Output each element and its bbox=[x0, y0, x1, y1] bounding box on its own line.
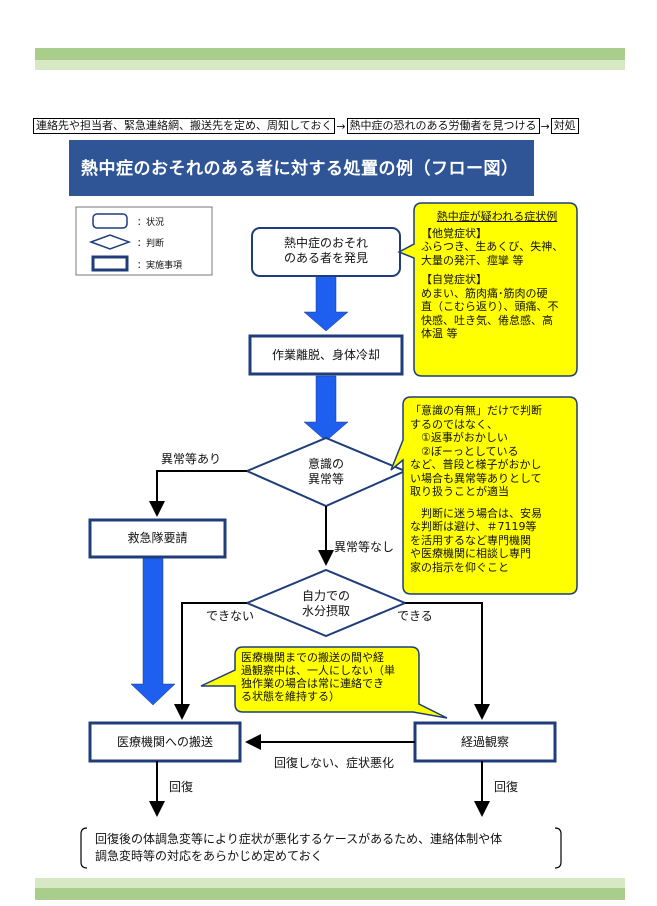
callout-consciousness-note: 「意識の有無」だけで判断 するのではなく、 ①返事がおかしい ②ぼーっとしている… bbox=[410, 404, 572, 574]
flow-step-respond: 対処 bbox=[550, 118, 579, 134]
node-consciousness-line2: 異常等 bbox=[307, 472, 344, 486]
flow-step-prepare: 連絡先や担当者、緊急連絡網、搬送先を定め、周知しておく bbox=[33, 118, 336, 134]
edge-label-cannot: できない bbox=[206, 609, 255, 623]
flow-arrow-icon: → bbox=[336, 119, 346, 133]
footer-note: 回復後の体調急変等により症状が悪化するケースがあるため、連絡体制や体 調急変時等… bbox=[95, 831, 557, 865]
node-observe: 経過観察 bbox=[460, 735, 509, 749]
bottom-decor-band bbox=[35, 878, 625, 900]
node-hydration-line2: 水分摂取 bbox=[301, 604, 350, 618]
note-line: ①返事がおかしい bbox=[410, 431, 508, 444]
node-discover: 熱中症のおそれ のある者を発見 bbox=[252, 236, 400, 266]
flow-step-find: 熱中症の恐れのある労働者を見つける bbox=[346, 118, 540, 134]
symptoms-self-line: 体温 等 bbox=[421, 327, 458, 340]
callout-symptoms: 熱中症が疑われる症状例 【他覚症状】 ふらつき、生あくび、失神、 大量の発汗、痙… bbox=[421, 210, 573, 341]
note-line: 取り扱うことが適当 bbox=[410, 485, 509, 498]
transport-note-line: る状態を維持する） bbox=[241, 690, 340, 703]
footer-bracket-right bbox=[554, 827, 562, 869]
callout-symptoms-shape bbox=[397, 202, 578, 377]
node-consciousness: 意識の 異常等 bbox=[276, 457, 376, 487]
node-hydration: 自力での 水分摂取 bbox=[276, 589, 376, 619]
blue-arrow-2 bbox=[303, 375, 349, 442]
legend-action-shape bbox=[91, 255, 129, 272]
edge-label-recovered-right: 回復 bbox=[494, 780, 519, 794]
blue-arrow-1 bbox=[303, 273, 349, 332]
symptoms-other-line: ふらつき、生あくび、失神、 bbox=[421, 240, 564, 253]
note-line: 家の指示を仰ぐこと bbox=[410, 560, 509, 574]
note-line: 判断に迷う場合は、安易 bbox=[410, 506, 542, 520]
flow-arrow-icon: → bbox=[540, 119, 550, 133]
callout-transport-note: 医療機関までの搬送の間や経 過観察中は、一人にしない（単 独作業の場合は常に連絡… bbox=[241, 651, 417, 703]
node-hospital: 医療機関への搬送 bbox=[116, 735, 213, 749]
symptoms-title: 熱中症が疑われる症状例 bbox=[436, 210, 558, 223]
legend-sep: ： bbox=[137, 261, 147, 271]
symptoms-other-line: 大量の発汗、痙攣 等 bbox=[421, 253, 524, 267]
node-ambulance-shape bbox=[88, 518, 227, 559]
note-line: を活用するなど専門機関 bbox=[410, 533, 531, 547]
symptoms-self-line: 快感、吐き気、倦怠感、高 bbox=[421, 313, 553, 327]
note-line: ②ぼーっとしている bbox=[410, 444, 519, 458]
note-line: するのではなく、 bbox=[410, 417, 498, 431]
figure-title-bar: 熱中症のおそれのある者に対する処置の例（フロー図） bbox=[69, 140, 534, 196]
transport-note-line: 独作業の場合は常に連絡でき bbox=[241, 677, 384, 690]
legend-status-shape bbox=[92, 213, 128, 229]
footer-note-line: 調急変時等の対応をあらかじめ定めておく bbox=[95, 849, 323, 863]
legend-status-label: 状況 bbox=[146, 218, 165, 228]
symptoms-other-heading: 【他覚症状】 bbox=[421, 226, 487, 240]
symptoms-self-line: めまい、筋肉痛･筋肉の硬 bbox=[421, 286, 548, 300]
node-discover-line1: 熱中症のおそれ bbox=[283, 236, 368, 250]
figure-title: 熱中症のおそれのある者に対する処置の例（フロー図） bbox=[81, 159, 519, 179]
callout-consciousness-shape bbox=[390, 396, 578, 595]
flowchart-canvas bbox=[75, 202, 578, 869]
symptoms-self-heading: 【自覚症状】 bbox=[421, 273, 487, 286]
legend-judgment-shape bbox=[88, 234, 132, 250]
edge-can bbox=[405, 602, 490, 720]
edge-label-normal: 異常等なし bbox=[334, 540, 395, 554]
transport-note-line: 過観察中は、一人にしない（単 bbox=[241, 664, 395, 677]
node-cooling-shape bbox=[248, 334, 404, 376]
legend-sep: ： bbox=[137, 239, 147, 249]
edge-cannot bbox=[174, 602, 247, 720]
legend-action-label: 実施事項 bbox=[146, 261, 183, 271]
transport-note-line: 医療機関までの搬送の間や経 bbox=[241, 651, 384, 664]
process-flow-line: 連絡先や担当者、緊急連絡網、搬送先を定め、周知しておく → 熱中症の恐れのある労… bbox=[33, 117, 633, 135]
note-line: など、普段と様子がおかし bbox=[410, 458, 542, 471]
callout-transport-shape bbox=[200, 646, 448, 719]
legend-sep: ： bbox=[137, 218, 147, 228]
note-line: な判断は避け、＃7119等 bbox=[410, 520, 537, 533]
edge-label-abnormal: 異常等あり bbox=[161, 452, 222, 466]
note-line: い場合も異常等ありとして bbox=[410, 471, 542, 485]
flowchart-figure: 熱中症のおそれのある者に対する処置の例（フロー図） bbox=[69, 140, 589, 880]
footer-note-line: 回復後の体調急変等により症状が悪化するケースがあるため、連絡体制や体 bbox=[95, 832, 503, 846]
top-decor-band bbox=[35, 48, 625, 70]
note-line: 「意識の有無」だけで判断 bbox=[410, 404, 542, 417]
note-line: や医療機関に相談し専門 bbox=[410, 547, 531, 560]
edge-label-not-recovered: 回復しない、症状悪化 bbox=[274, 756, 395, 770]
node-ambulance: 救急隊要請 bbox=[127, 531, 188, 545]
node-cooling: 作業離脱、身体冷却 bbox=[271, 348, 380, 362]
node-hydration-line1: 自力での bbox=[301, 589, 350, 603]
node-discover-line2: のある者を発見 bbox=[283, 251, 368, 265]
footer-bracket-left bbox=[80, 827, 88, 869]
note-spacer bbox=[410, 499, 572, 507]
edge-label-can: できる bbox=[397, 609, 433, 623]
edge-label-recovered-left: 回復 bbox=[169, 780, 194, 794]
legend-judgment-label: 判断 bbox=[146, 239, 165, 249]
node-consciousness-line1: 意識の bbox=[307, 457, 344, 471]
node-hospital-shape bbox=[88, 721, 242, 763]
edge-abnormal bbox=[149, 470, 247, 517]
blue-arrow-3 bbox=[130, 554, 176, 706]
symptoms-self-line: 直（こむら返り）、頭痛、不 bbox=[421, 300, 559, 313]
